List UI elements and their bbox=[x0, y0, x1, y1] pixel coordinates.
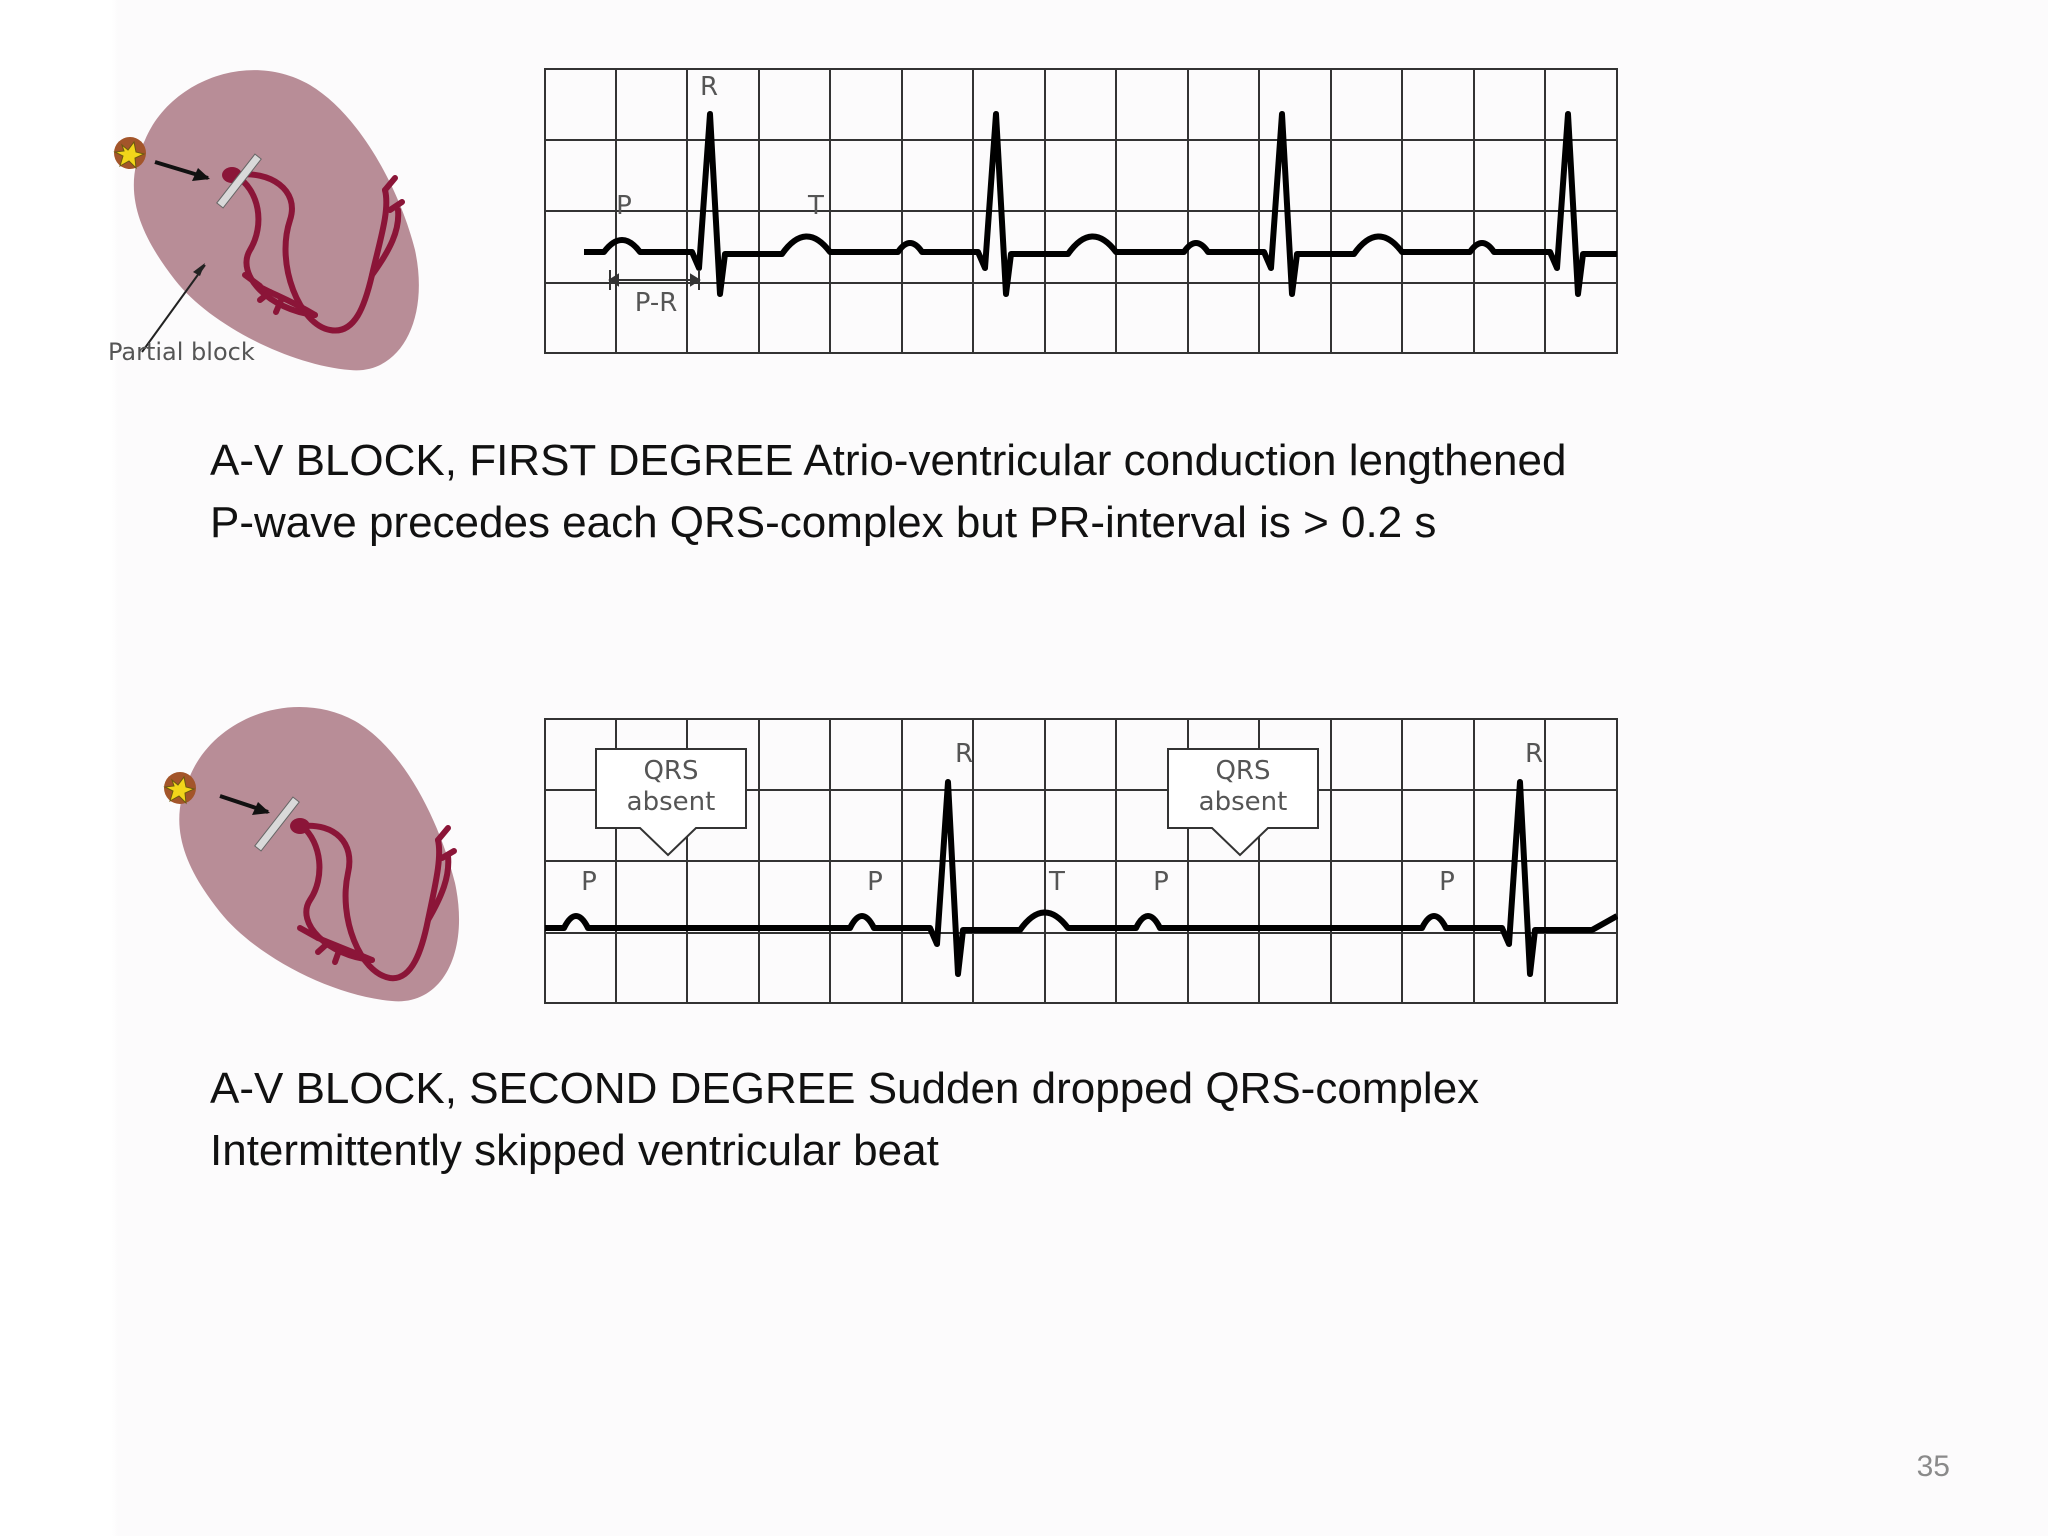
block-bar bbox=[254, 796, 300, 852]
ecg-label-p3: P bbox=[1153, 867, 1169, 897]
ecg-label-pr: P-R bbox=[635, 288, 678, 318]
caption-second-degree-line2: Intermittently skipped ventricular beat bbox=[210, 1126, 939, 1175]
heart-illustration-second-degree bbox=[163, 706, 460, 1002]
ecg-label-p4: P bbox=[1439, 867, 1455, 897]
ecg-label-r2: R bbox=[1525, 739, 1543, 769]
arrow-icon bbox=[154, 160, 210, 181]
caption-second-degree: A-V BLOCK, SECOND DEGREE Sudden dropped … bbox=[210, 1058, 1479, 1182]
conduction-pathway bbox=[232, 171, 405, 334]
pointer-arrowhead bbox=[193, 263, 205, 276]
sa-node-icon bbox=[163, 772, 196, 805]
ecg-grid bbox=[544, 718, 1618, 1004]
ecg-label-p1: P bbox=[581, 867, 597, 897]
caption-first-degree: A-V BLOCK, FIRST DEGREE Atrio-ventricula… bbox=[210, 430, 1566, 554]
conduction-pathway bbox=[297, 822, 457, 982]
ecg-trace bbox=[584, 111, 1617, 297]
sa-node-icon bbox=[113, 137, 146, 170]
ecg-label-p: P bbox=[616, 191, 632, 221]
pr-interval-marker bbox=[608, 270, 701, 290]
qrs-absent-2-line1: QRS bbox=[1215, 756, 1270, 786]
ecg-trace bbox=[545, 779, 1618, 977]
qrs-absent-2-line2: absent bbox=[1199, 787, 1288, 817]
qrs-absent-1-line1: QRS bbox=[643, 756, 698, 786]
heart-shape bbox=[133, 70, 419, 371]
ecg-grid bbox=[544, 68, 1618, 354]
av-node bbox=[290, 818, 310, 834]
ecg-label-t: T bbox=[807, 191, 824, 221]
ecg-label-t: T bbox=[1048, 867, 1065, 897]
block-bar bbox=[216, 153, 262, 209]
partial-block-label: Partial block bbox=[108, 338, 255, 366]
ecg-label-r1: R bbox=[955, 739, 973, 769]
qrs-absent-callout-1: QRS absent bbox=[595, 748, 747, 857]
qrs-absent-1-line2: absent bbox=[627, 787, 716, 817]
ecg-label-r: R bbox=[700, 72, 718, 102]
qrs-absent-callout-2: QRS absent bbox=[1167, 748, 1319, 857]
ecg-strip-second-degree: QRS absent QRS absent R R P P T P P bbox=[544, 718, 1618, 1004]
ecg-label-p2: P bbox=[867, 867, 883, 897]
pointer-line bbox=[141, 264, 206, 353]
page-number: 35 bbox=[1916, 1450, 1950, 1483]
heart-illustration-first-degree: Partial block bbox=[108, 70, 419, 371]
arrow-icon bbox=[219, 794, 270, 815]
caption-first-degree-line1: A-V BLOCK, FIRST DEGREE Atrio-ventricula… bbox=[210, 436, 1567, 485]
ecg-strip-first-degree: R P T P-R bbox=[544, 68, 1618, 354]
caption-first-degree-line2: P-wave precedes each QRS-complex but PR-… bbox=[210, 498, 1437, 547]
caption-second-degree-line1: A-V BLOCK, SECOND DEGREE Sudden dropped … bbox=[210, 1064, 1480, 1113]
